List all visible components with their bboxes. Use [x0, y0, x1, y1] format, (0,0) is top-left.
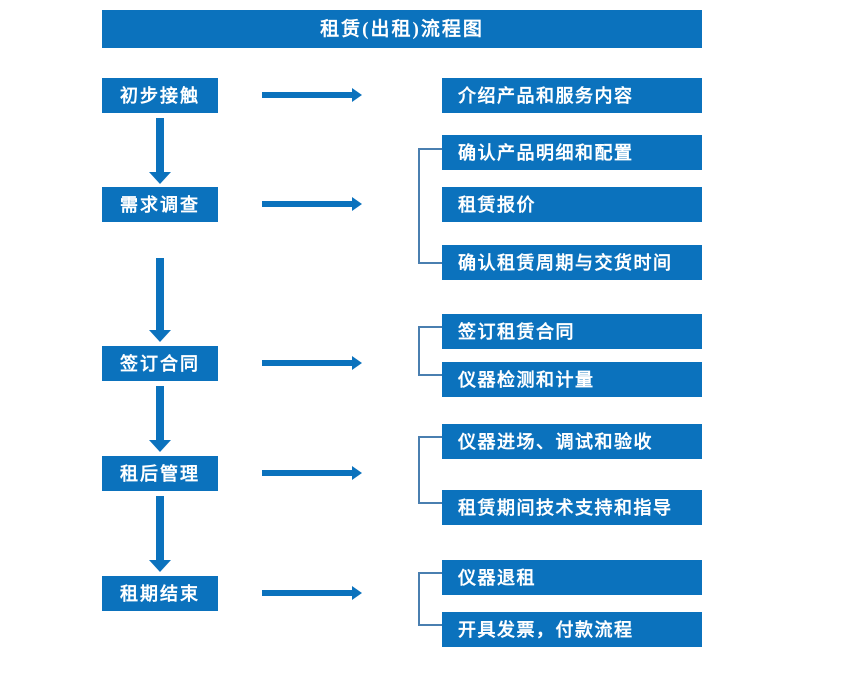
- detail-box-开具发票付款流程[interactable]: 开具发票，付款流程: [442, 612, 702, 647]
- detail-box-介绍产品和服务内容[interactable]: 介绍产品和服务内容: [442, 78, 702, 113]
- bracket-group-租后管理: [418, 436, 442, 504]
- stage-to-detail-arrow-2: [262, 194, 362, 214]
- bracket-group-需求调查: [418, 148, 442, 264]
- bracket-group-租期结束: [418, 572, 442, 626]
- bracket-group-签订合同: [418, 326, 442, 376]
- detail-box-租赁报价[interactable]: 租赁报价: [442, 187, 702, 222]
- stage-to-detail-arrow-4: [262, 463, 362, 483]
- detail-box-仪器检测和计量[interactable]: 仪器检测和计量: [442, 362, 702, 397]
- stage-flow-arrow-down-2: [149, 258, 171, 342]
- stage-box-初步接触[interactable]: 初步接触: [102, 78, 218, 113]
- stage-to-detail-arrow-5: [262, 583, 362, 603]
- detail-box-确认租赁周期与交货时间[interactable]: 确认租赁周期与交货时间: [442, 245, 702, 280]
- stage-flow-arrow-down-1: [149, 118, 171, 184]
- stage-box-需求调查[interactable]: 需求调查: [102, 187, 218, 222]
- stage-box-租期结束[interactable]: 租期结束: [102, 576, 218, 611]
- stage-to-detail-arrow-1: [262, 85, 362, 105]
- detail-box-租赁期间技术支持和指导[interactable]: 租赁期间技术支持和指导: [442, 490, 702, 525]
- stage-box-签订合同[interactable]: 签订合同: [102, 346, 218, 381]
- detail-box-仪器进场调试和验收[interactable]: 仪器进场、调试和验收: [442, 424, 702, 459]
- stage-flow-arrow-down-4: [149, 496, 171, 572]
- detail-box-签订租赁合同[interactable]: 签订租赁合同: [442, 314, 702, 349]
- detail-box-确认产品明细和配置[interactable]: 确认产品明细和配置: [442, 135, 702, 170]
- detail-box-仪器退租[interactable]: 仪器退租: [442, 560, 702, 595]
- stage-flow-arrow-down-3: [149, 386, 171, 452]
- stage-box-租后管理[interactable]: 租后管理: [102, 456, 218, 491]
- stage-to-detail-arrow-3: [262, 353, 362, 373]
- diagram-title: 租赁(出租)流程图: [102, 10, 702, 48]
